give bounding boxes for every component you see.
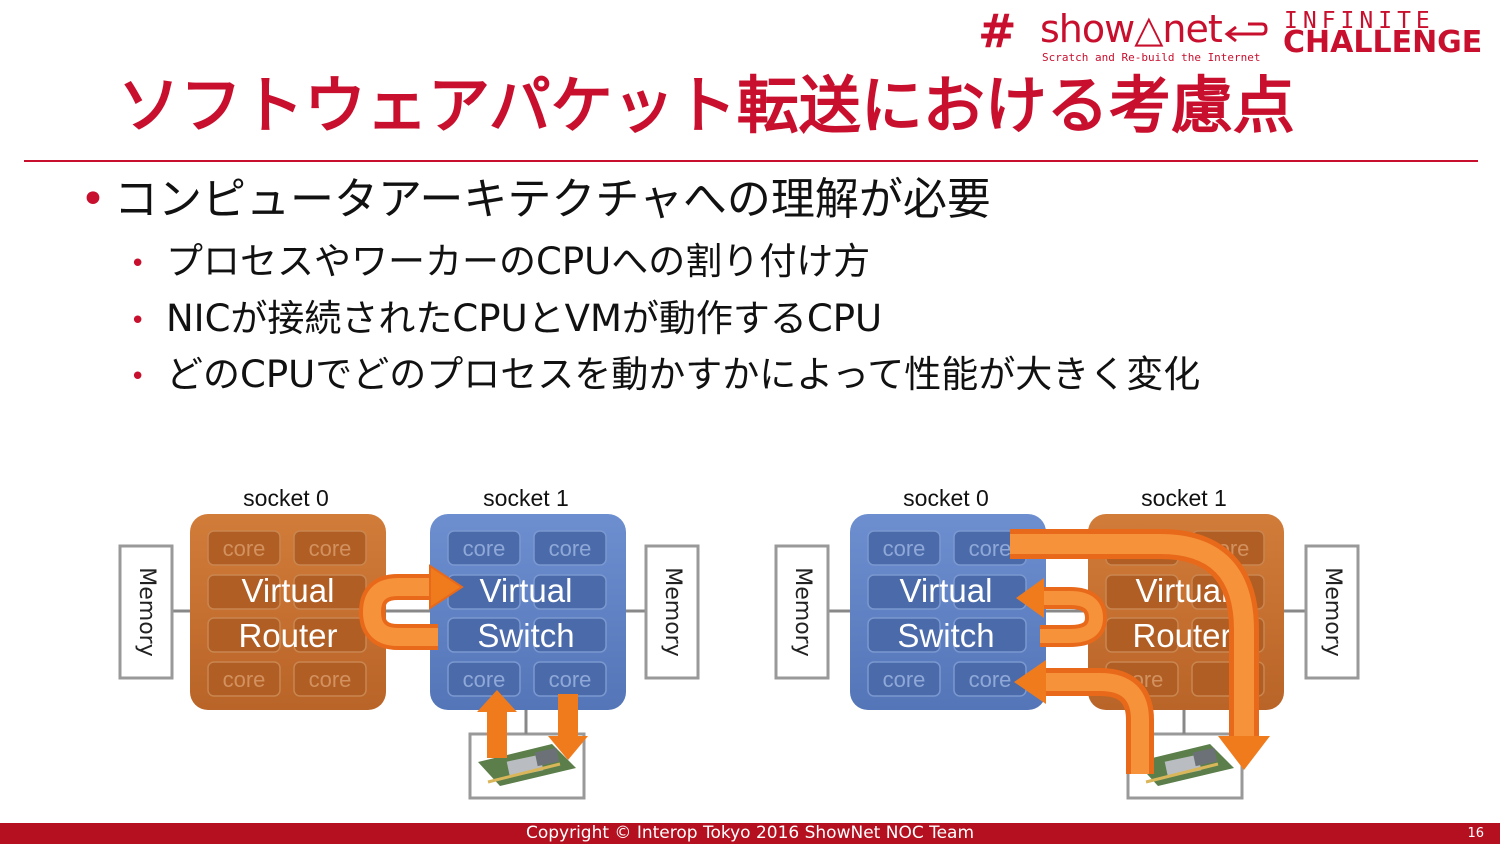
core-box bbox=[207, 661, 281, 697]
footer-copyright: Copyright © Interop Tokyo 2016 ShowNet N… bbox=[525, 823, 975, 843]
nic-card-icon bbox=[478, 744, 576, 786]
u-turn-arrow-icon bbox=[1016, 578, 1108, 647]
memory-box-left bbox=[774, 544, 830, 680]
bullet-dot: • bbox=[80, 174, 106, 225]
bullet-sub-text: プロセスやワーカーのCPUへの割り付け方 bbox=[166, 240, 871, 283]
core-box bbox=[867, 661, 941, 697]
core-box bbox=[533, 574, 607, 610]
nic-return-arrow-icon bbox=[1014, 660, 1154, 774]
memory-box-right bbox=[1304, 544, 1360, 680]
numa-diagram: Memory socket 0 core core core core Virt… bbox=[118, 485, 1360, 800]
logo-infinite: INFINITE bbox=[1284, 8, 1435, 34]
core-box bbox=[953, 617, 1027, 653]
page-title: ソフトウェアパケット転送における考慮点 bbox=[118, 69, 1295, 142]
bullet-dot: • bbox=[130, 305, 146, 336]
right-diagram: Memory socket 0 core core core core Virt… bbox=[774, 485, 1360, 800]
core-label: core bbox=[223, 536, 266, 561]
core-box bbox=[207, 530, 281, 566]
socket-1-cores: core core core core bbox=[447, 530, 607, 697]
logo-name: show△net bbox=[1040, 7, 1223, 51]
memory-label: Memory bbox=[790, 567, 815, 656]
nic-up-arrow-icon bbox=[477, 690, 517, 758]
bullet-main: •コンピュータアーキテクチャへの理解が必要 bbox=[80, 172, 991, 228]
vm-name-line1: Virtual bbox=[480, 572, 573, 609]
core-label: core bbox=[223, 667, 266, 692]
core-box bbox=[867, 574, 941, 610]
socket-0-cores: core core core core bbox=[207, 530, 367, 697]
core-label: core bbox=[969, 667, 1012, 692]
socket-0-cores: core core core core bbox=[867, 530, 1027, 697]
logo-tagline: Scratch and Re-build the Internet bbox=[1042, 51, 1261, 64]
bullet-sub-text: NICが接続されたCPUとVMが動作するCPU bbox=[166, 297, 883, 340]
bullet-dot: • bbox=[130, 248, 146, 279]
core-box bbox=[533, 617, 607, 653]
core-label: core bbox=[463, 667, 506, 692]
bullet-sub-2: • NICが接続されたCPUとVMが動作するCPU bbox=[130, 295, 882, 345]
bullet-sub-1: • プロセスやワーカーのCPUへの割り付け方 bbox=[130, 238, 870, 288]
socket-0-label: socket 0 bbox=[903, 485, 989, 511]
left-diagram: Memory socket 0 core core core core Virt… bbox=[118, 485, 700, 800]
socket-0-label: socket 0 bbox=[243, 485, 329, 511]
vm-name-line1: Virtual bbox=[1136, 572, 1229, 609]
return-arrow-icon bbox=[1224, 22, 1268, 43]
nic-down-arrow-icon bbox=[548, 694, 588, 760]
core-box bbox=[867, 530, 941, 566]
bullet-dot: • bbox=[130, 361, 146, 392]
core-label: core bbox=[549, 536, 592, 561]
core-box bbox=[1105, 617, 1179, 653]
long-curve-arrow-icon bbox=[1010, 529, 1270, 770]
page-number: 16 bbox=[1467, 826, 1484, 841]
title-divider bbox=[24, 160, 1478, 162]
vm-name-line1: Virtual bbox=[242, 572, 335, 609]
core-label: core bbox=[969, 536, 1012, 561]
core-label: core bbox=[309, 667, 352, 692]
core-label: core bbox=[463, 536, 506, 561]
vm-name-line2: Router bbox=[238, 617, 337, 654]
arrow-head-icon bbox=[429, 564, 464, 610]
u-turn-arrow-highlight bbox=[362, 578, 438, 646]
core-box bbox=[207, 617, 281, 653]
memory-box-left bbox=[118, 544, 174, 680]
core-box bbox=[447, 617, 521, 653]
core-box bbox=[533, 530, 607, 566]
bullet-sub-text: どのCPUでどのプロセスを動かすかによって性能が大きく変化 bbox=[166, 353, 1201, 396]
core-box bbox=[207, 574, 281, 610]
core-box bbox=[447, 661, 521, 697]
logo-hash: # bbox=[978, 4, 1017, 58]
core-label: core bbox=[549, 667, 592, 692]
memory-label: Memory bbox=[134, 567, 159, 656]
vm-name-line2: Switch bbox=[477, 617, 574, 654]
bullet-sub-3: • どのCPUでどのプロセスを動かすかによって性能が大きく変化 bbox=[130, 351, 1200, 401]
core-box bbox=[293, 661, 367, 697]
core-label: core bbox=[309, 536, 352, 561]
nic-card-icon bbox=[1136, 744, 1234, 786]
logo-challenge: CHALLENGE bbox=[1283, 25, 1483, 60]
footer-bar bbox=[0, 823, 1500, 844]
bullet-main-text: コンピュータアーキテクチャへの理解が必要 bbox=[114, 174, 991, 225]
core-label: core bbox=[883, 536, 926, 561]
vm-name-line2: Switch bbox=[897, 617, 994, 654]
memory-label: Memory bbox=[1320, 567, 1345, 656]
core-box bbox=[447, 530, 521, 566]
core-label: core bbox=[883, 667, 926, 692]
vm-name-line2: Router bbox=[1132, 617, 1231, 654]
core-box bbox=[1105, 574, 1179, 610]
socket-1-label: socket 1 bbox=[483, 485, 569, 511]
vm-name-line1: Virtual bbox=[900, 572, 993, 609]
memory-box-right bbox=[644, 544, 700, 680]
socket-1-label: socket 1 bbox=[1141, 485, 1227, 511]
core-box bbox=[293, 530, 367, 566]
core-box bbox=[867, 617, 941, 653]
memory-label: Memory bbox=[660, 567, 685, 656]
